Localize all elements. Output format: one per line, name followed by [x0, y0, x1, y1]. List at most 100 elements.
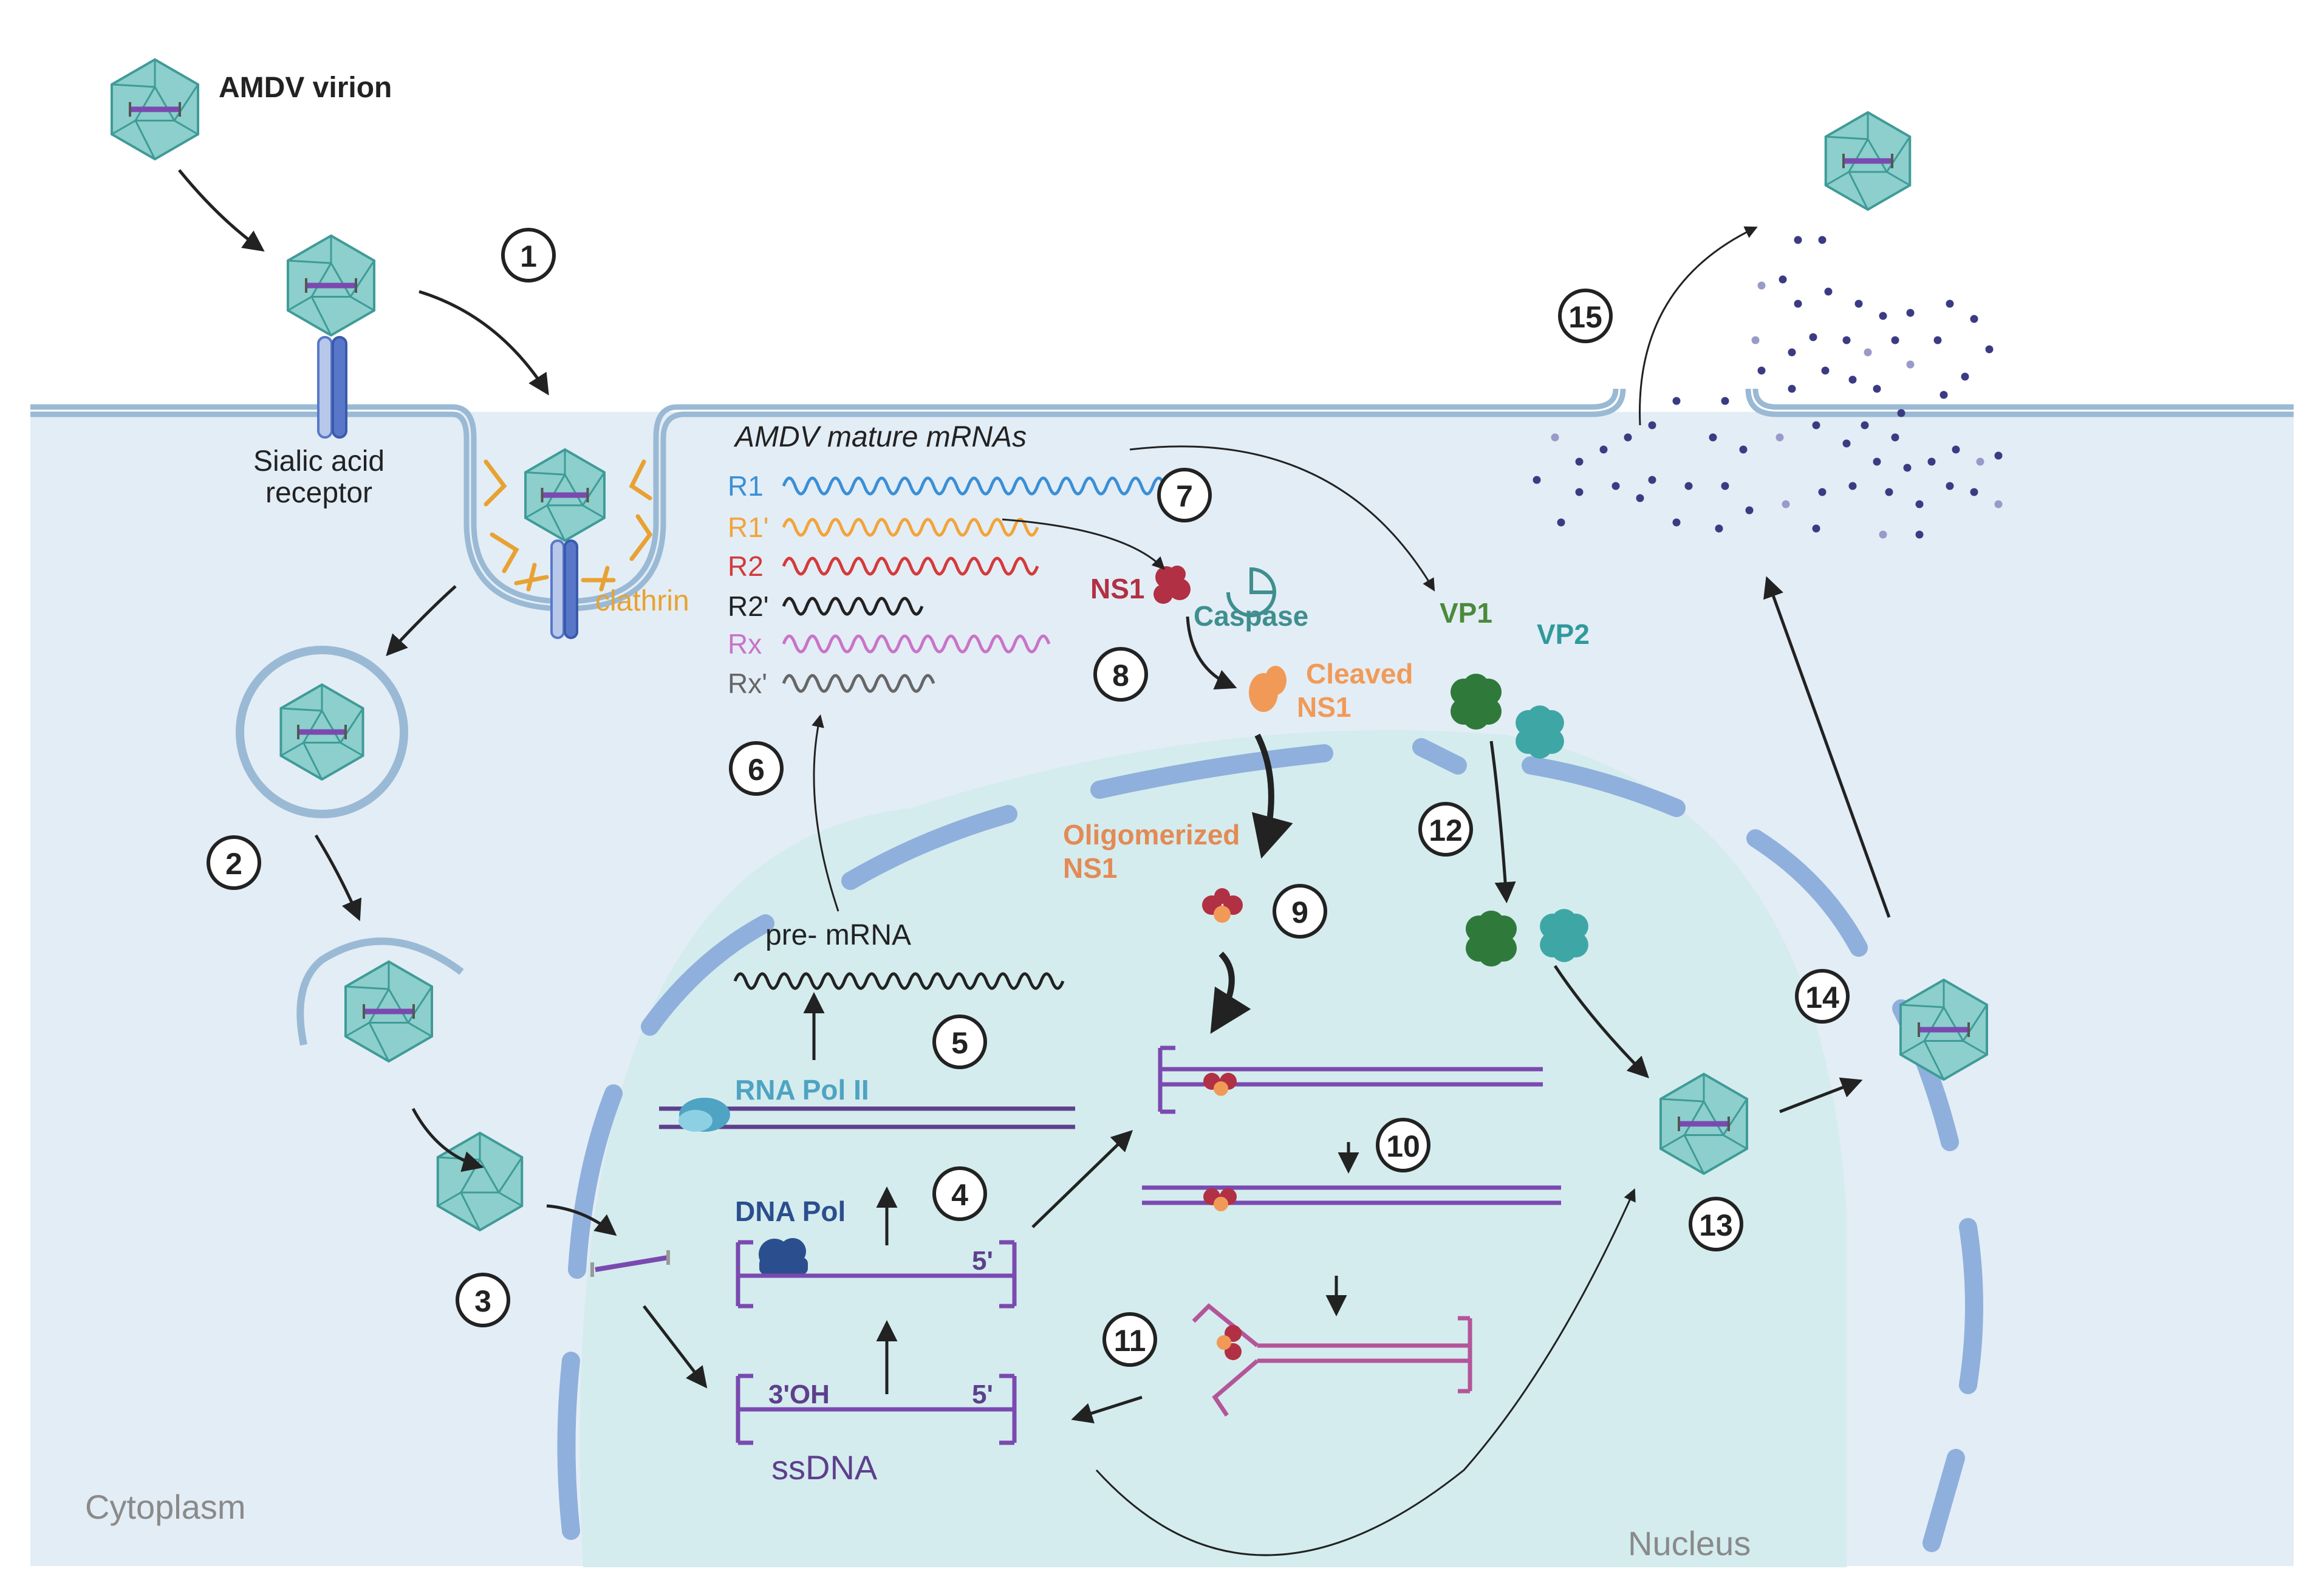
svg-text:13: 13	[1699, 1208, 1733, 1242]
virion-icon	[286, 234, 376, 337]
replication-intermediate-1	[1158, 1045, 1543, 1114]
caspase-label: Caspase	[1194, 600, 1308, 632]
virion-icon	[1899, 978, 1989, 1081]
virus-particle	[1897, 409, 1905, 417]
pit-receptor	[550, 539, 578, 639]
virus-particle	[1779, 275, 1787, 284]
virion-icon	[344, 960, 434, 1063]
virus-particle	[1873, 385, 1881, 393]
virus-particle	[1842, 336, 1851, 344]
virion-icon	[110, 58, 200, 161]
virus-particle	[1648, 476, 1656, 484]
ns1-on-dna-1	[1203, 1073, 1237, 1096]
step-number-badge: 2	[207, 835, 261, 890]
dna-hairpin-bottom	[736, 1374, 1017, 1445]
virus-particle	[1854, 299, 1863, 308]
virus-particle	[1848, 375, 1857, 384]
virus-particle	[1739, 445, 1748, 454]
virus-particle	[1818, 488, 1827, 496]
step-number-badge: 4	[932, 1166, 987, 1221]
vp-proteins	[1451, 674, 1588, 967]
mrna-title: AMDV mature mRNAs	[733, 421, 1027, 453]
step-number-badge: 14	[1795, 969, 1850, 1024]
vp1-label: VP1	[1440, 597, 1492, 629]
dna-hairpin-top	[736, 1240, 1017, 1309]
virus-particle	[1648, 421, 1656, 429]
virus-particle	[1782, 500, 1790, 508]
svg-text:1: 1	[520, 239, 537, 273]
virus-particle	[1575, 457, 1584, 466]
rna-pol-ii-label: RNA Pol II	[735, 1074, 869, 1106]
opened-vesicle	[296, 937, 464, 1046]
virus-particle	[1533, 476, 1541, 484]
mrna-label: R1'	[728, 512, 769, 543]
svg-text:11: 11	[1114, 1324, 1146, 1358]
virus-particle	[1794, 299, 1802, 308]
virus-particle	[1684, 482, 1693, 490]
virus-particle	[1709, 433, 1717, 442]
step-number-badge: 3	[456, 1273, 510, 1327]
virus-particle	[1611, 482, 1620, 490]
virus-particle	[1961, 372, 1969, 381]
virus-particle	[1906, 360, 1915, 369]
ns1-oligomer-icon	[1202, 888, 1243, 923]
virus-particle	[1672, 518, 1681, 527]
virus-particle	[1985, 345, 1994, 354]
virus-particle	[1788, 348, 1796, 357]
virion-icon	[279, 683, 364, 781]
nucleus-region	[579, 730, 1847, 1567]
vp2-label: VP2	[1537, 618, 1590, 650]
virion-icon	[1824, 111, 1912, 211]
five-prime-top: 5'	[972, 1246, 993, 1276]
virus-particle	[1794, 236, 1802, 244]
virus-particle	[1891, 336, 1899, 344]
svg-text:8: 8	[1112, 659, 1129, 693]
virus-particle	[1721, 482, 1729, 490]
virus-particle	[1721, 397, 1729, 405]
virus-particle	[1575, 488, 1584, 496]
virus-particle	[1861, 421, 1869, 429]
step-number-badge: 13	[1689, 1197, 1743, 1251]
rna-pol-ii-icon	[678, 1098, 730, 1132]
step-number-badge: 12	[1418, 802, 1473, 857]
virus-particle	[1557, 518, 1565, 527]
virus-particle	[1636, 494, 1644, 502]
virus-particle	[1946, 299, 1954, 308]
virus-particle	[1927, 457, 1936, 466]
clathrin-coat	[484, 459, 653, 592]
dna-pol-icon	[759, 1238, 808, 1275]
svg-text:7: 7	[1176, 479, 1193, 513]
step-number-badge: 7	[1157, 468, 1212, 522]
ssdna-label: ssDNA	[771, 1448, 878, 1487]
svg-text:4: 4	[951, 1178, 968, 1212]
virus-particle	[1599, 445, 1608, 454]
pathway-arrows	[178, 169, 1891, 1556]
virus-particle	[1915, 500, 1924, 508]
virus-particle	[1672, 397, 1681, 405]
mrna-label: Rx	[728, 628, 762, 660]
virus-particle	[1946, 482, 1954, 490]
virus-particle	[1751, 336, 1760, 344]
virus-particle	[1970, 315, 1978, 323]
svg-text:6: 6	[748, 753, 765, 787]
step-number-badge: 8	[1093, 647, 1148, 702]
virus-particle	[1933, 336, 1942, 344]
virus-particle	[1788, 385, 1796, 393]
virus-particle	[1970, 488, 1978, 496]
mrna-wave	[782, 518, 1039, 537]
step-number-badge: 10	[1376, 1118, 1430, 1172]
virus-particle	[1906, 309, 1915, 317]
nucleus-label: Nucleus	[1628, 1524, 1751, 1562]
step-number-badge: 11	[1102, 1312, 1157, 1367]
mrna-label: R2'	[728, 590, 769, 622]
step-number-badge: 5	[932, 1014, 987, 1069]
ns1-protein-icon	[1153, 566, 1191, 604]
virus-particle	[1821, 366, 1830, 375]
mrna-label: R2	[728, 550, 764, 582]
svg-text:10: 10	[1386, 1129, 1420, 1163]
virus-particle	[1952, 445, 1960, 454]
vp-protein-icon	[1516, 705, 1564, 759]
virus-particle	[1809, 333, 1817, 341]
